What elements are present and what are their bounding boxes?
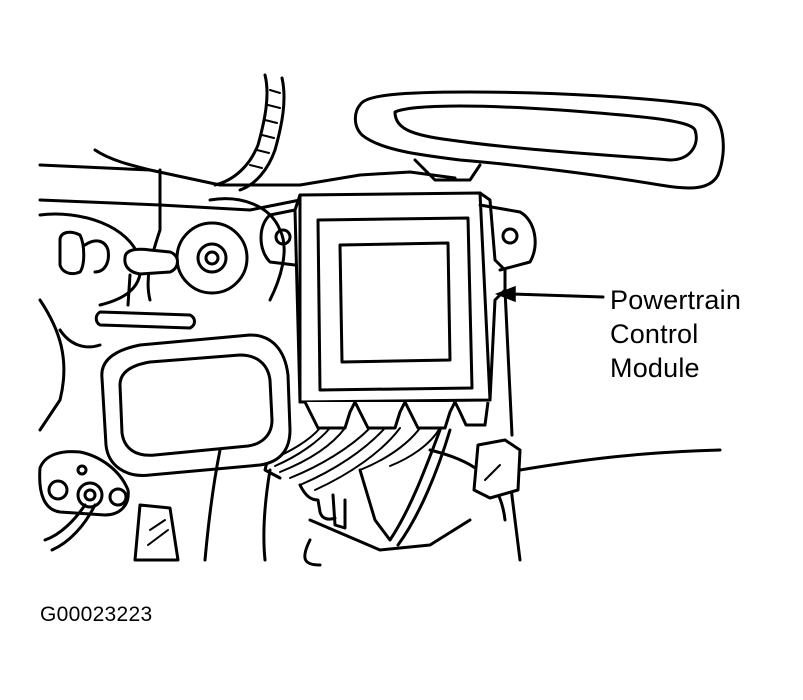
callout-line-2: Control	[610, 319, 699, 349]
instrument-housing	[58, 328, 292, 477]
pcm-callout-label: Powertrain Control Module	[610, 283, 741, 385]
figure-id: G00023223	[40, 603, 153, 626]
pcm-harness	[263, 427, 452, 547]
left-fixtures	[58, 221, 249, 330]
pcm-connectors	[303, 401, 490, 430]
harness-top	[93, 73, 286, 192]
pcm-module	[259, 191, 537, 404]
callout-line-1: Powertrain	[610, 285, 742, 315]
lower-left-bracket	[38, 450, 130, 552]
callout-leader	[494, 285, 605, 303]
callout-line-3: Module	[610, 353, 700, 383]
upper-duct	[353, 90, 725, 190]
lower-brackets	[133, 438, 522, 562]
